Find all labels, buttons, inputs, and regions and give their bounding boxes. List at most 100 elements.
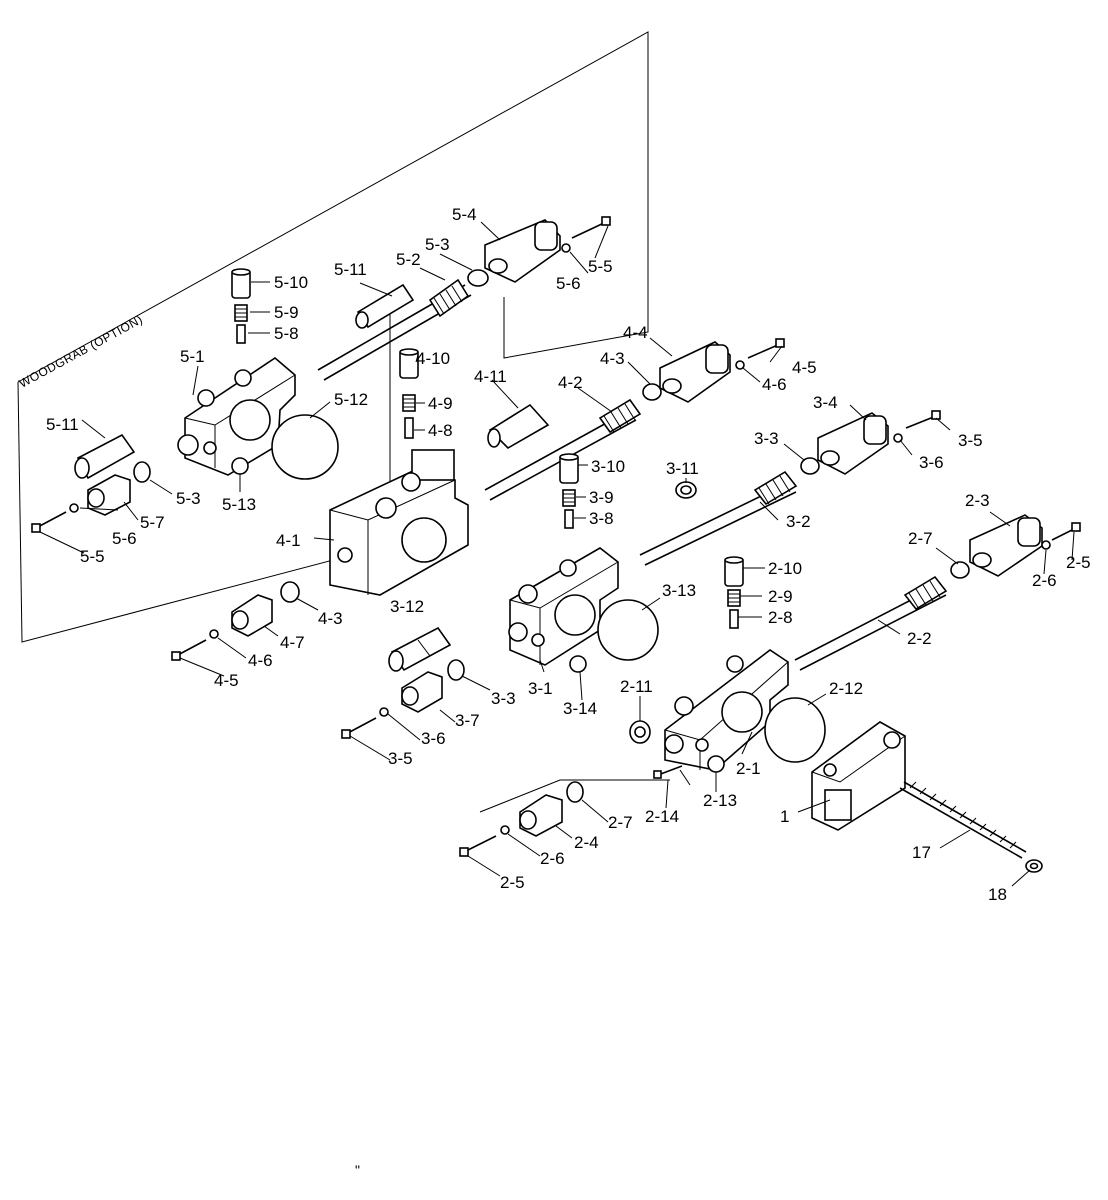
callout-2-7: 2-7	[908, 529, 933, 548]
section-2	[459, 514, 1081, 857]
callout-4-7: 4-7	[280, 633, 305, 652]
valve-body-3-1	[508, 547, 619, 666]
spring-2-9	[727, 589, 741, 607]
spring-cap-3-4	[817, 412, 889, 475]
bolt-5-5-lower	[31, 511, 67, 533]
callout-2-14: 2-14	[645, 807, 679, 826]
fitting-3-11	[675, 481, 697, 499]
gasket-5-12	[271, 414, 339, 480]
plug-5-10	[231, 268, 251, 299]
spool-2-2	[794, 575, 948, 671]
leader-lines	[39, 221, 1075, 887]
o-ring-4-3	[642, 383, 662, 401]
relief-valve-5-11-upper	[355, 283, 415, 329]
callout-5-2: 5-2	[396, 250, 421, 269]
poppet-2-8	[729, 609, 739, 629]
callout-3-12: 3-12	[390, 597, 424, 616]
callout-2-10: 2-10	[768, 559, 802, 578]
callout-2-1: 2-1	[736, 759, 761, 778]
end-plate-1	[811, 721, 906, 831]
callout-3-6-lower: 3-6	[421, 729, 446, 748]
washer-5-6	[561, 243, 571, 253]
spring-3-9	[562, 489, 576, 507]
spool-4-2	[484, 398, 642, 501]
callout-5-12: 5-12	[334, 390, 368, 409]
callout-4-8: 4-8	[428, 421, 453, 440]
callout-3-9: 3-9	[589, 488, 614, 507]
bolt-4-5	[747, 338, 785, 359]
callout-5-11-lower: 5-11	[46, 415, 79, 434]
callout-2-13: 2-13	[703, 791, 737, 810]
callout-2-6-lower: 2-6	[540, 849, 565, 868]
relief-valve-4-11	[487, 403, 550, 449]
bolt-2-5	[1051, 522, 1081, 541]
bolt-5-5	[571, 216, 611, 239]
bolt-4-5-lower	[171, 639, 207, 661]
spool-3-2	[639, 470, 798, 566]
callout-5-4: 5-4	[452, 205, 477, 224]
callout-4-11: 4-11	[474, 367, 507, 386]
gasket-2-12	[764, 697, 826, 763]
cap-3-7	[401, 671, 443, 713]
callout-5-3: 5-3	[425, 235, 450, 254]
poppet-5-8	[236, 324, 246, 344]
poppet-4-8	[404, 417, 414, 439]
callout-3-8: 3-8	[589, 509, 614, 528]
washer-3-6-lower	[379, 707, 389, 717]
callout-18: 18	[988, 885, 1007, 904]
callout-5-8: 5-8	[274, 324, 299, 343]
callout-2-4: 2-4	[574, 833, 599, 852]
washer-2-6	[1041, 540, 1051, 550]
callout-5-3-lower: 5-3	[176, 489, 201, 508]
callout-3-6: 3-6	[919, 453, 944, 472]
bolt-2-5-lower	[459, 835, 497, 857]
check-2-11	[629, 720, 651, 744]
callout-5-7: 5-7	[140, 513, 165, 532]
washer-4-6-lower	[209, 629, 219, 639]
callout-5-6: 5-6	[556, 274, 581, 293]
callout-4-6: 4-6	[762, 375, 787, 394]
cap-5-7	[87, 474, 131, 516]
callout-3-3: 3-3	[754, 429, 779, 448]
o-ring-5-3	[467, 269, 489, 287]
spring-cap-4-4	[659, 341, 731, 403]
relief-valve-5-11-lower	[74, 433, 136, 480]
callout-4-6-lower: 4-6	[248, 651, 273, 670]
bolt-3-5-lower	[341, 717, 377, 739]
tie-rod-17	[899, 781, 1027, 859]
callout-3-5-lower: 3-5	[388, 749, 413, 768]
callout-5-11-upper: 5-11	[334, 260, 367, 279]
callout-2-9: 2-9	[768, 587, 793, 606]
callout-5-10: 5-10	[274, 273, 308, 292]
section-5-woodgrab	[31, 216, 611, 533]
callout-4-9: 4-9	[428, 394, 453, 413]
callout-3-13: 3-13	[662, 581, 696, 600]
nut-18	[1025, 859, 1043, 873]
valve-body-5-1	[177, 356, 296, 476]
callout-4-3-lower: 4-3	[318, 609, 343, 628]
callout-2-6: 2-6	[1032, 571, 1057, 590]
callout-2-5: 2-5	[1066, 553, 1091, 572]
callout-3-3-lower: 3-3	[491, 689, 516, 708]
gasket-3-13	[597, 599, 659, 661]
callout-2-2: 2-2	[907, 629, 932, 648]
o-ring-2-7-lower	[566, 781, 584, 803]
callout-5-6-lower: 5-6	[112, 529, 137, 548]
plug-2-10	[724, 556, 744, 587]
callout-3-5: 3-5	[958, 431, 983, 450]
callout-4-4: 4-4	[623, 323, 648, 342]
callout-17: 17	[912, 843, 931, 862]
washer-4-6	[735, 360, 745, 370]
callout-2-11: 2-11	[620, 677, 653, 696]
spring-cap-2-3	[969, 514, 1043, 577]
plug-3-10	[559, 453, 579, 484]
cap-4-7	[231, 594, 273, 637]
callout-2-8: 2-8	[768, 608, 793, 627]
callout-5-1: 5-1	[180, 347, 205, 366]
plug-4-10	[399, 348, 419, 379]
screw-2-14	[653, 765, 683, 779]
o-ring-5-3-lower	[133, 461, 151, 483]
callout-3-4: 3-4	[813, 393, 838, 412]
relief-valve-3-12	[388, 626, 452, 672]
